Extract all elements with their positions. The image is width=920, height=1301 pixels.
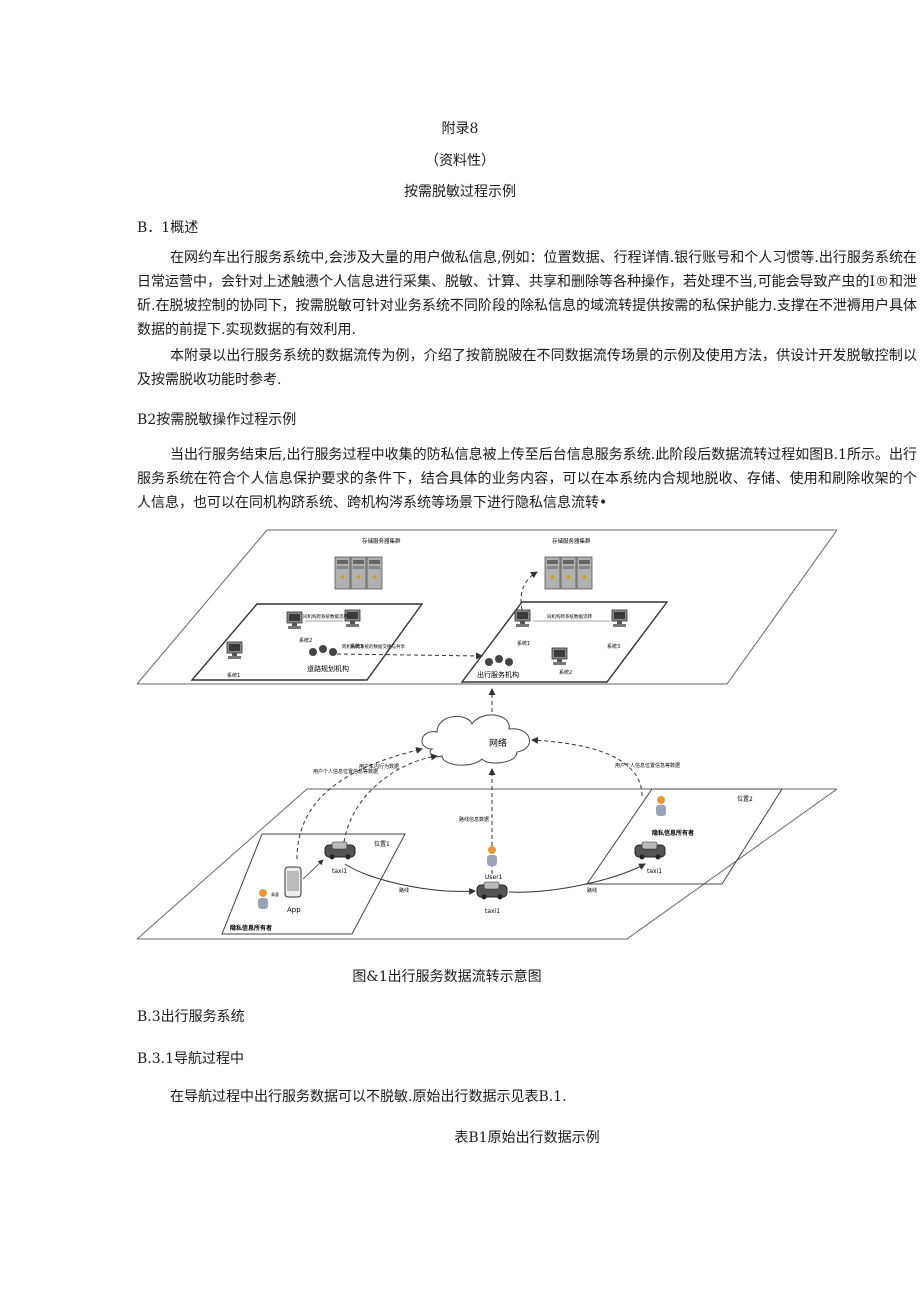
section-b2-paragraph: 当出行服务结束后,出行服务过程中收集的防私信息被上传至后台信息服务系统.此阶段后… bbox=[137, 447, 917, 511]
phone-icon bbox=[284, 866, 302, 898]
phone-label: 乘客 bbox=[271, 891, 279, 897]
user1-icon bbox=[487, 846, 497, 866]
figure-caption: 图&1出行服务数据流转示意图 bbox=[352, 969, 542, 985]
owner-right-label: 隐私信息所有者 bbox=[652, 829, 694, 837]
data-flow-diagram: 存储服务器集群 存储服务器集群 系统2 系统3 系统1 同机构跨系统数据流转 道… bbox=[137, 529, 837, 940]
section-b31-heading: B.3.1导航过程中 bbox=[137, 1051, 245, 1067]
owner-left-label: 隐私信息所有者 bbox=[230, 924, 272, 932]
location-box-right bbox=[586, 788, 783, 885]
sys2-right-label: 系统2 bbox=[559, 669, 572, 676]
location-box-left bbox=[221, 833, 406, 935]
upload-label-left: 用户个人信息位置信息等数据 bbox=[313, 768, 378, 775]
section-b1-paragraph-2: 本附录以出行服务系统的数据流传为例，介绍了按箭脱陂在不同数据流传场景的示例及使用… bbox=[137, 348, 917, 388]
road-right-label: 路线 bbox=[587, 887, 597, 894]
route-data-label: 路线信息数据 bbox=[459, 816, 489, 823]
location-1-label: 位置1 bbox=[374, 840, 390, 848]
taxi-center-label: taxi1 bbox=[485, 908, 500, 915]
org-hub-right bbox=[485, 655, 513, 666]
app-label: App bbox=[287, 906, 301, 914]
appendix-subtitle: 按需脱敏过程示例 bbox=[404, 184, 516, 200]
taxi-left-label: taxi1 bbox=[332, 868, 347, 875]
lower-plane bbox=[137, 788, 837, 940]
link-label-left: 同机构跨系统数据流转 bbox=[303, 613, 348, 620]
org-label-left: 道路规划机构 bbox=[307, 664, 349, 673]
sys1-left-label: 系统1 bbox=[227, 672, 240, 679]
storage-label-right: 存储服务器集群 bbox=[552, 537, 591, 545]
org-label-right: 出行服务机构 bbox=[477, 670, 519, 679]
appendix-title: 附录8 bbox=[441, 121, 479, 137]
link-label-right: 同机构跨系统数据流转 bbox=[547, 613, 592, 620]
location-2-label: 位置2 bbox=[737, 795, 753, 803]
storage-label-left: 存储服务器集群 bbox=[362, 537, 401, 545]
section-b2-heading: B2按需脱敏操作过程示例 bbox=[137, 412, 297, 428]
sys3-right-icon bbox=[611, 609, 628, 628]
org-hub-left bbox=[309, 645, 337, 656]
section-b31-paragraph: 在导航过程中出行服务数据可以不脱敏.原始出行数据示见表B.1. bbox=[170, 1089, 567, 1105]
sys1-right-label: 系统1 bbox=[517, 640, 530, 647]
taxi-right-icon bbox=[634, 841, 666, 860]
sys2-left-icon bbox=[286, 611, 303, 630]
appendix-type: （资料性） bbox=[425, 153, 495, 169]
sys3-right-label: 系统3 bbox=[607, 643, 620, 650]
road-left-label: 路线 bbox=[399, 887, 409, 894]
section-b3-heading: B.3出行服务系统 bbox=[137, 1009, 245, 1025]
section-b1-paragraph-1: 在网约车出行服务系统中,会涉及大量的用户做私信息,例如：位置数据、行程详情.银行… bbox=[137, 250, 917, 338]
owner-right-icon bbox=[656, 796, 666, 816]
taxi-center-icon bbox=[476, 881, 508, 900]
sys1-left-icon bbox=[226, 641, 243, 660]
cross-org-label: 跨机构跨系统的数据交换与共享 bbox=[342, 643, 405, 650]
sys3-left-label: 系统3 bbox=[350, 643, 363, 650]
storage-cluster-left bbox=[334, 556, 383, 590]
taxi-left-icon bbox=[324, 841, 356, 860]
sys1-right-icon bbox=[514, 609, 531, 628]
sys2-right-icon bbox=[551, 647, 568, 666]
sys2-left-label: 系统2 bbox=[299, 637, 312, 644]
org-box-left bbox=[190, 603, 424, 681]
user1-label: User1 bbox=[485, 874, 503, 881]
network-label: 网络 bbox=[489, 737, 507, 749]
section-b1-heading: B．1概述 bbox=[137, 220, 199, 236]
storage-cluster-right bbox=[544, 556, 593, 590]
route-behavior-label: 用户车内行为数据 bbox=[359, 763, 399, 770]
taxi-right-label: taxi1 bbox=[647, 868, 662, 875]
table-caption: 表B1原始出行数据示例 bbox=[454, 1130, 600, 1146]
upper-plane bbox=[137, 529, 837, 685]
owner-left-icon bbox=[258, 889, 268, 909]
upload-label-right: 用户个人信息位置信息等数据 bbox=[615, 762, 680, 769]
network-cloud bbox=[421, 714, 530, 766]
